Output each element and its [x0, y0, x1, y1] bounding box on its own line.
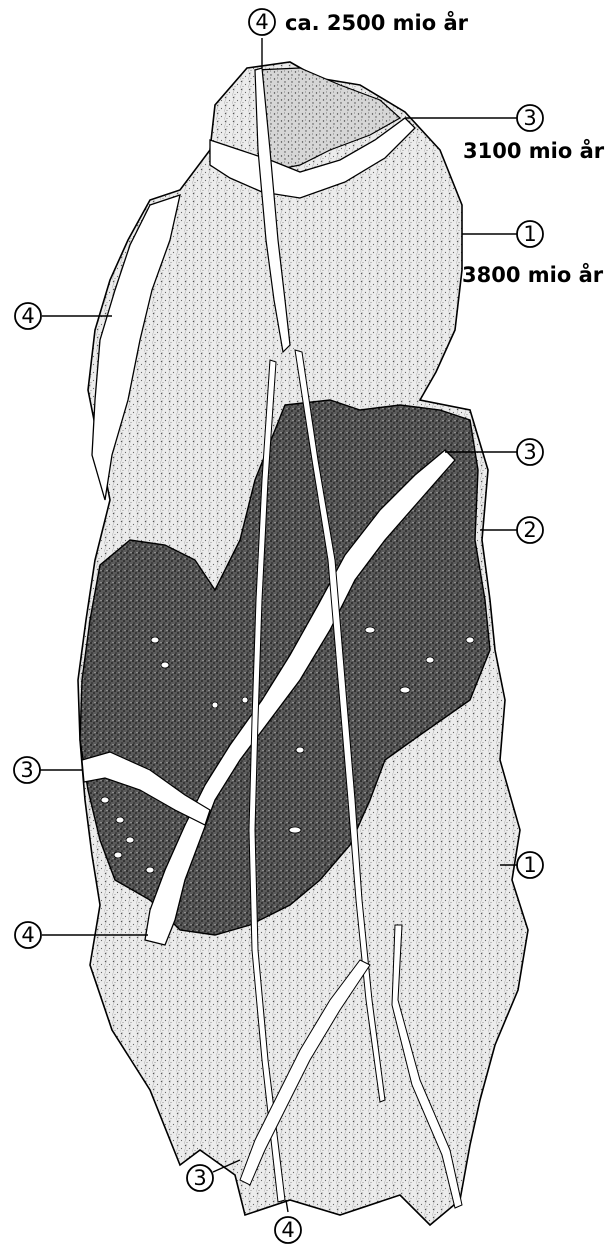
label-4-left-upper: 4 [15, 303, 41, 329]
svg-text:4: 4 [281, 1218, 294, 1242]
svg-text:1: 1 [523, 853, 536, 877]
svg-text:1: 1 [523, 222, 536, 246]
svg-text:3: 3 [523, 440, 536, 464]
svg-text:4: 4 [21, 923, 34, 947]
label-4-bottom: 4 [275, 1217, 301, 1243]
label-4-top: 4 [249, 9, 275, 35]
label-1-upper-right: 1 [517, 221, 543, 247]
age-3100: 3100 mio år [463, 138, 605, 163]
label-4-left-lower: 4 [15, 922, 41, 948]
svg-text:2: 2 [523, 518, 536, 542]
label-1-right-lower: 1 [517, 852, 543, 878]
label-3-right-middle: 3 [517, 439, 543, 465]
svg-text:4: 4 [255, 10, 268, 34]
svg-text:3: 3 [193, 1166, 206, 1190]
svg-text:3: 3 [523, 106, 536, 130]
label-2-right: 2 [517, 517, 543, 543]
label-3-left: 3 [14, 757, 40, 783]
label-3-upper-right: 3 [517, 105, 543, 131]
svg-text:3: 3 [20, 758, 33, 782]
svg-text:4: 4 [21, 304, 34, 328]
label-3-bottom: 3 [187, 1165, 213, 1191]
age-2500: ca. 2500 mio år [285, 10, 469, 35]
age-3800: 3800 mio år [462, 262, 604, 287]
